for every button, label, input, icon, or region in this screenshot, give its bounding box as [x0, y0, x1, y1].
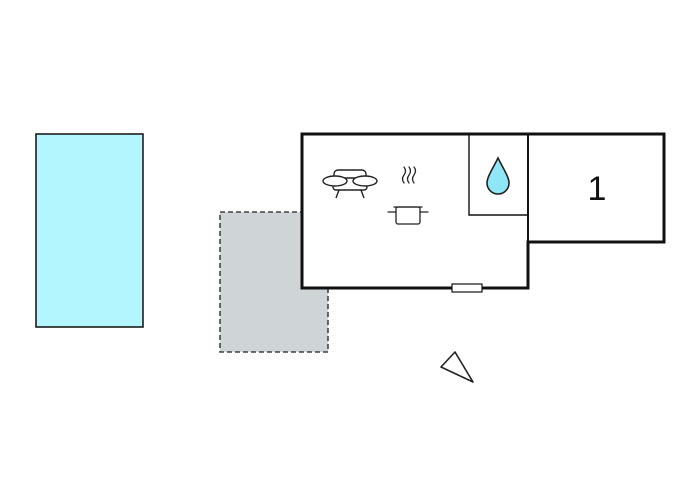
- door-icon: [451, 283, 483, 293]
- room-number-label: 1: [588, 170, 607, 208]
- bathroom-walls: [468, 134, 528, 216]
- sofa-icon: [322, 169, 378, 199]
- cooking-pot-icon: [387, 166, 429, 225]
- water-drop-icon: [486, 156, 510, 195]
- north-arrow-icon: [440, 351, 474, 383]
- swimming-pool: [35, 133, 144, 328]
